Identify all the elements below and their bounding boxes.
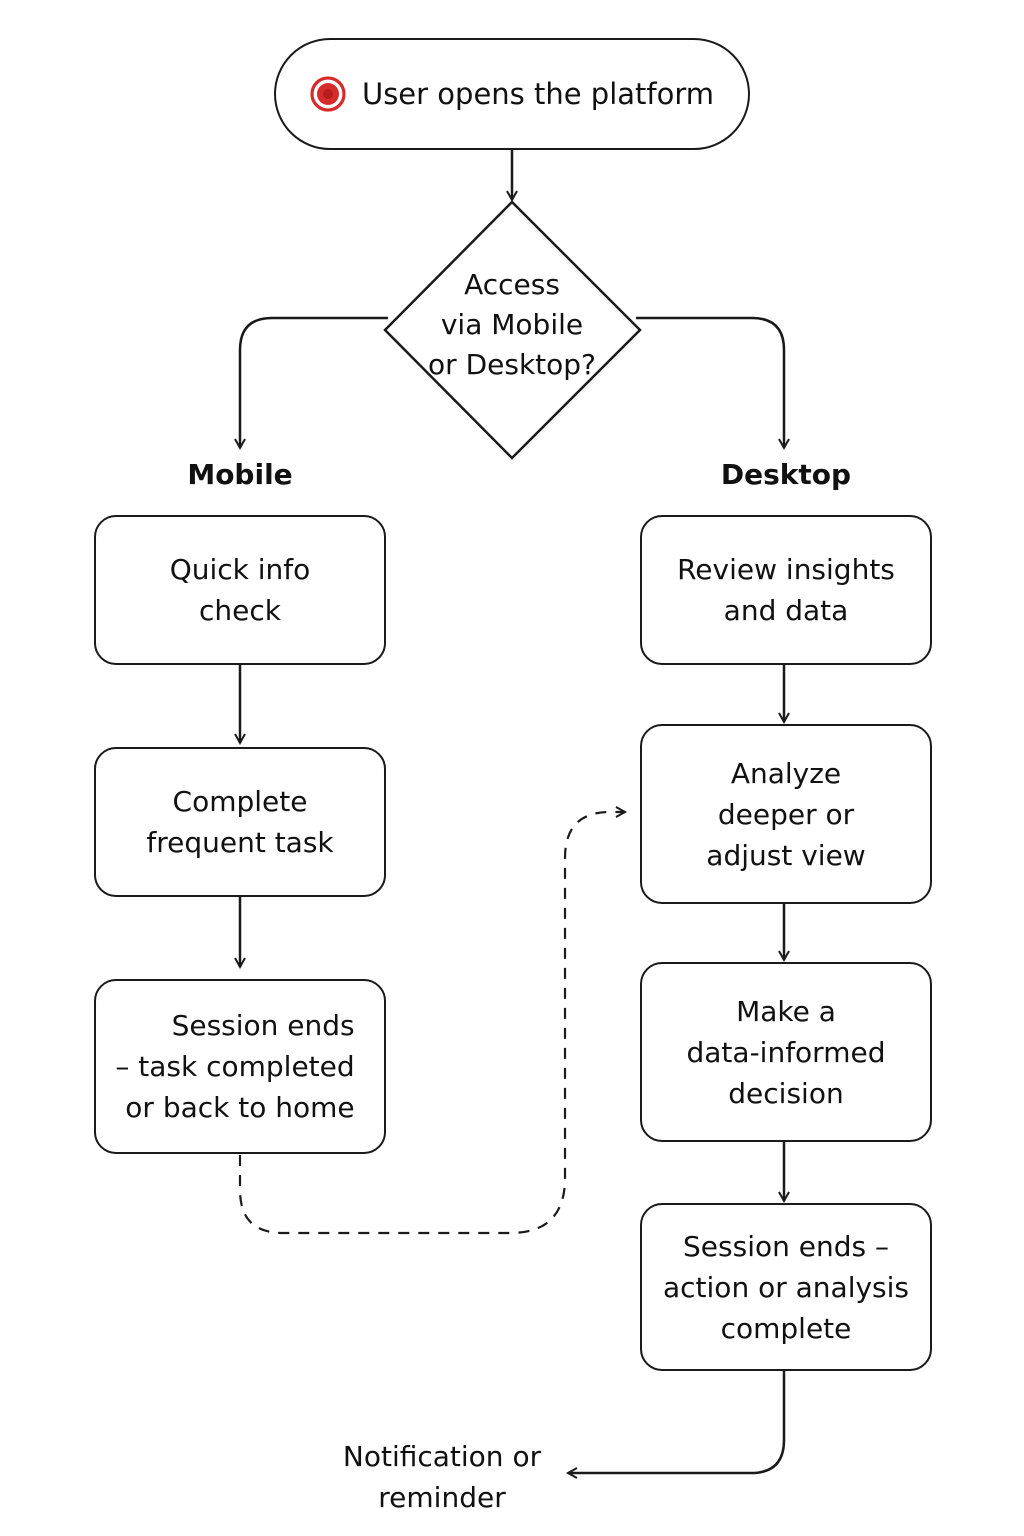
branch-label-desktop: Desktop bbox=[720, 458, 852, 491]
decision-diamond bbox=[383, 200, 642, 460]
mobile-step-session-ends: Session ends – task completed or back to… bbox=[94, 979, 386, 1154]
arrow-decision-to-desktop bbox=[636, 316, 790, 451]
arrow-decision-to-mobile bbox=[234, 316, 388, 451]
mobile-step-label: Quick info check bbox=[169, 553, 311, 627]
start-node: User opens the platform bbox=[274, 38, 750, 150]
desktop-step-review-insights: Review insights and data bbox=[640, 515, 932, 665]
arrow-desktop-end-to-notification bbox=[565, 1371, 786, 1479]
decision-label: Access via Mobile or Desktop? bbox=[428, 268, 596, 381]
mobile-step-label: Complete frequent task bbox=[146, 785, 334, 859]
end-notification-label: Notification or reminder bbox=[342, 1440, 542, 1514]
mobile-step-complete-frequent-task: Complete frequent task bbox=[94, 747, 386, 897]
mobile-step-label: Session ends – task completed or back to… bbox=[115, 1009, 355, 1124]
dashed-link-mobile-to-analyze bbox=[238, 806, 628, 1235]
desktop-step-label: Session ends – action or analysis comple… bbox=[663, 1229, 909, 1345]
desktop-step-label: Make a data-informed decision bbox=[686, 994, 886, 1110]
desktop-step-analyze-deeper: Analyze deeper or adjust view bbox=[640, 724, 932, 904]
mobile-step-quick-info-check: Quick info check bbox=[94, 515, 386, 665]
desktop-step-label: Analyze deeper or adjust view bbox=[706, 756, 866, 872]
desktop-step-session-ends: Session ends – action or analysis comple… bbox=[640, 1203, 932, 1371]
target-icon bbox=[310, 76, 346, 112]
branch-label-mobile: Mobile bbox=[187, 458, 293, 491]
desktop-step-data-informed-decision: Make a data-informed decision bbox=[640, 962, 932, 1142]
desktop-step-label: Review insights and data bbox=[677, 553, 895, 627]
start-label: User opens the platform bbox=[361, 76, 715, 111]
